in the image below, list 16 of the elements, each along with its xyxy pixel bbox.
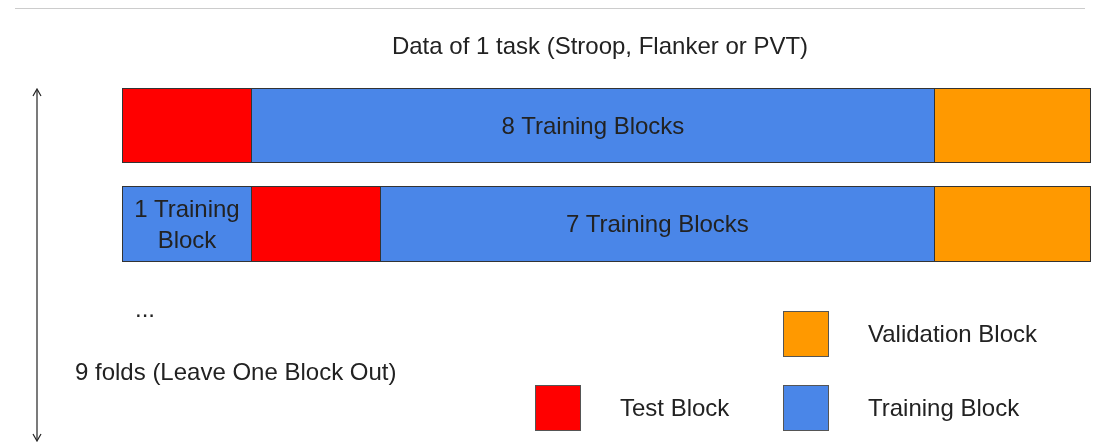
diagram-title: Data of 1 task (Stroop, Flanker or PVT) xyxy=(390,32,810,60)
legend-label: Test Block xyxy=(620,394,730,422)
training-block xyxy=(251,88,935,163)
block-label: 8 Training Blocks xyxy=(501,110,685,141)
training-block xyxy=(380,186,935,262)
legend-label: Training Block xyxy=(868,394,1020,422)
test-block xyxy=(122,88,252,163)
test-block xyxy=(251,186,381,262)
block-label: 1 Training Block xyxy=(133,193,241,255)
validation-block xyxy=(934,186,1091,262)
block-label: 7 Training Blocks xyxy=(566,209,749,240)
folds-note: 9 folds (Leave One Block Out) xyxy=(75,358,397,386)
ellipsis: ... xyxy=(135,295,155,323)
validation-block xyxy=(934,88,1091,163)
legend-label: Validation Block xyxy=(868,320,1037,348)
training-block xyxy=(122,186,252,262)
